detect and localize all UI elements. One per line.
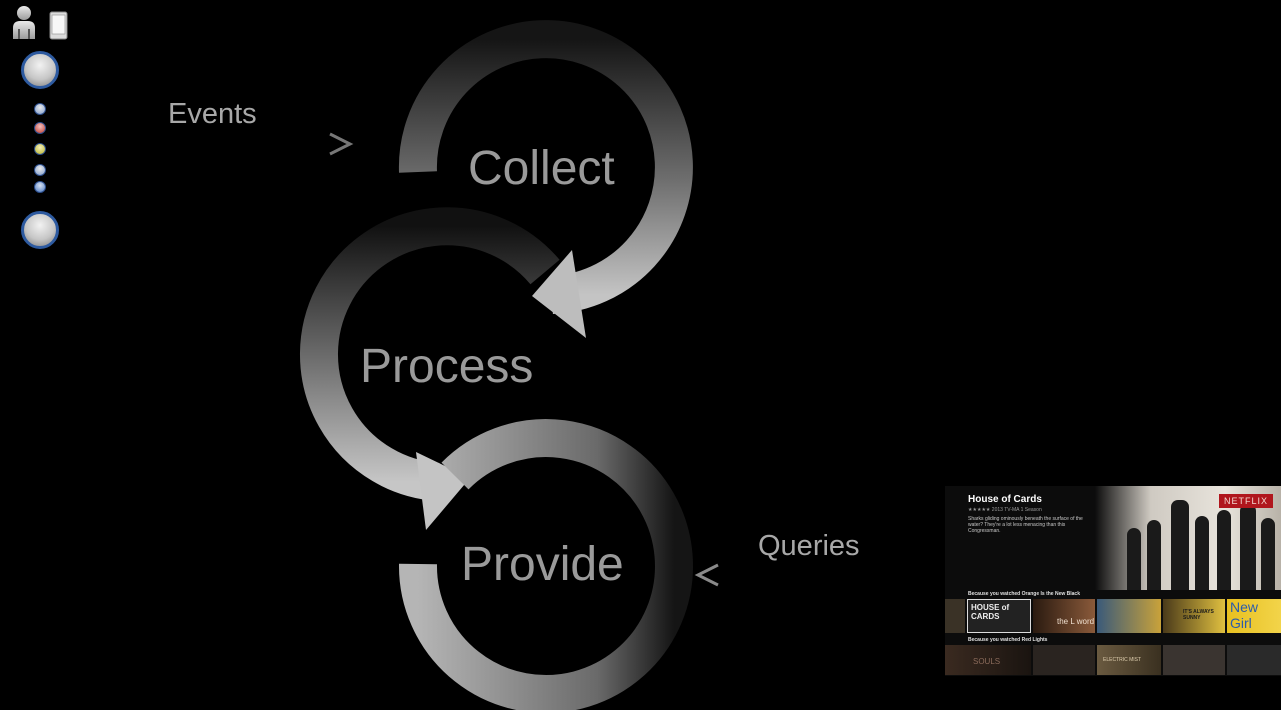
events-label: Events (168, 98, 257, 130)
node-dot-blue (34, 103, 46, 115)
tile-2[interactable]: HOUSE of CARDS (967, 599, 1031, 633)
tile-4[interactable] (1097, 599, 1161, 633)
phone-icon (49, 11, 68, 40)
show-description: Sharks gliding ominously beneath the sur… (968, 516, 1083, 534)
node-circle-bottom (21, 211, 59, 249)
provide-ring (398, 419, 693, 710)
show-title: House of Cards (968, 494, 1042, 505)
stage-collect-label: Collect (468, 142, 615, 195)
collect-ring (398, 20, 693, 338)
netflix-screenshot: NETFLIX House of Cards ★★★★★ 2013 TV-MA … (945, 486, 1281, 676)
tile-1[interactable] (945, 599, 965, 633)
tile-11[interactable] (1227, 645, 1281, 675)
tile-10[interactable] (1163, 645, 1225, 675)
tile-5[interactable]: IT'S ALWAYS SUNNY (1163, 599, 1225, 633)
stage-process-label: Process (360, 340, 534, 393)
queries-arrow (694, 563, 943, 587)
queries-label: Queries (758, 530, 860, 562)
tile-7[interactable]: SOULS (945, 645, 1031, 675)
show-meta: ★★★★★ 2013 TV-MA 1 Season (968, 507, 1042, 513)
node-dot-blue-2 (34, 164, 46, 176)
node-dot-yellow (34, 143, 46, 155)
row-heading-1: Because you watched Orange Is the New Bl… (968, 591, 1080, 597)
person-icon (12, 5, 36, 39)
node-dot-blue-3 (34, 181, 46, 193)
tile-6[interactable]: New Girl (1227, 599, 1281, 633)
row-heading-2: Because you watched Red Lights (968, 637, 1048, 643)
stage-provide-label: Provide (461, 538, 624, 591)
node-dot-red (34, 122, 46, 134)
tile-3[interactable]: the L word (1033, 599, 1095, 633)
tile-8[interactable] (1033, 645, 1095, 675)
tile-9[interactable]: ELECTRIC MIST (1097, 645, 1161, 675)
netflix-logo: NETFLIX (1218, 494, 1273, 508)
events-arrow (112, 132, 354, 156)
node-circle-top (21, 51, 59, 89)
